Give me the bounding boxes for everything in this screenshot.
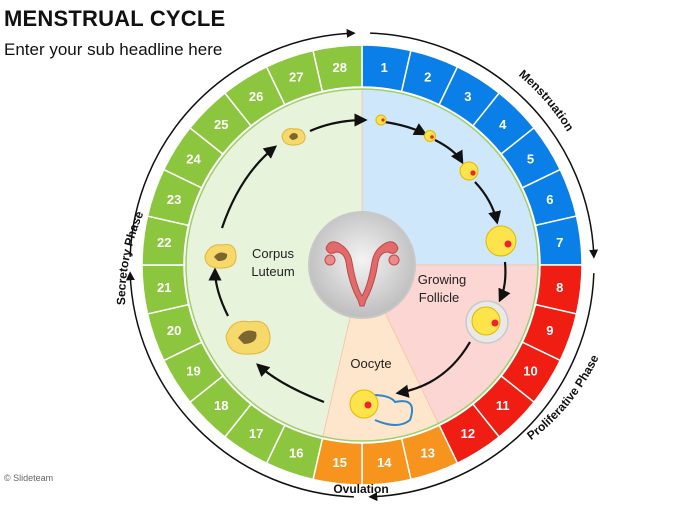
- day-label-28: 28: [332, 60, 346, 75]
- day-label-1: 1: [381, 60, 388, 75]
- outer-arrow-arc-4: [129, 28, 356, 257]
- growing-follicle-icon: [465, 300, 509, 344]
- uterus-icon: [324, 241, 400, 307]
- label-growing-follicle-2: Follicle: [419, 290, 459, 305]
- inner-disc-border: [185, 88, 539, 442]
- corpus-luteum-icon: [204, 244, 237, 269]
- outer-arrow-arc-3: [125, 271, 354, 498]
- arrow-mens-2: [434, 139, 464, 165]
- day-label-13: 13: [420, 445, 434, 460]
- day-label-24: 24: [186, 152, 201, 167]
- oocyte-icon: [349, 389, 414, 426]
- corpus-luteum-icon: [281, 128, 306, 146]
- day-label-10: 10: [523, 363, 537, 378]
- day-label-6: 6: [546, 192, 553, 207]
- day-label-26: 26: [249, 89, 263, 104]
- inner-cycle-arrows: [208, 113, 511, 404]
- page-subtitle: Enter your sub headline here: [4, 40, 223, 59]
- outer-arrow-arc-2: [368, 273, 595, 502]
- day-ring: 1234567891011121314151617181920212223242…: [141, 44, 583, 486]
- arrow-oocyte: [395, 341, 471, 398]
- egg-cell-icon: [424, 130, 436, 142]
- corpus-luteum-icon: [225, 320, 271, 355]
- day-label-18: 18: [214, 398, 228, 413]
- watermark: © Slideteam: [4, 473, 54, 483]
- day-label-8: 8: [556, 280, 563, 295]
- center-circle: [308, 211, 416, 319]
- label-oocyte: Oocyte: [350, 356, 391, 371]
- day-label-16: 16: [289, 445, 303, 460]
- day-label-22: 22: [157, 235, 171, 250]
- day-label-19: 19: [186, 363, 200, 378]
- day-label-12: 12: [461, 426, 475, 441]
- egg-cell-icon: [375, 114, 387, 126]
- day-label-23: 23: [167, 192, 181, 207]
- day-label-15: 15: [332, 455, 346, 470]
- day-label-20: 20: [167, 323, 181, 338]
- day-label-27: 27: [289, 70, 303, 85]
- day-label-14: 14: [377, 455, 392, 470]
- day-label-17: 17: [249, 426, 263, 441]
- outer-arrow-arc-1: [370, 32, 599, 259]
- label-growing-follicle-1: Growing: [418, 272, 466, 287]
- arrow-luteum-1: [256, 363, 325, 404]
- label-corpus-luteum-2: Luteum: [251, 264, 294, 279]
- day-label-2: 2: [424, 70, 431, 85]
- day-label-21: 21: [157, 280, 171, 295]
- day-label-3: 3: [464, 89, 471, 104]
- day-segment-28: [312, 44, 363, 93]
- arrow-follicle: [498, 261, 511, 303]
- outer-cycle-arrows: [125, 28, 599, 502]
- phase-label-ovulation: Ovulation: [333, 482, 388, 496]
- egg-cell-icon: [459, 161, 479, 181]
- arrow-mens-3: [474, 181, 502, 225]
- day-label-9: 9: [546, 323, 553, 338]
- day-label-4: 4: [499, 117, 507, 132]
- arrow-luteum-3: [220, 145, 278, 229]
- page-title: MENSTRUAL CYCLE: [4, 6, 226, 31]
- day-label-5: 5: [527, 152, 534, 167]
- day-label-11: 11: [496, 398, 510, 413]
- day-label-25: 25: [214, 117, 228, 132]
- arrow-luteum-4: [309, 113, 368, 133]
- egg-cell-icon: [485, 225, 517, 257]
- label-corpus-luteum-1: Corpus: [252, 246, 294, 261]
- arrow-luteum-2: [208, 267, 229, 317]
- day-label-7: 7: [556, 235, 563, 250]
- arrow-mens-1: [384, 120, 428, 136]
